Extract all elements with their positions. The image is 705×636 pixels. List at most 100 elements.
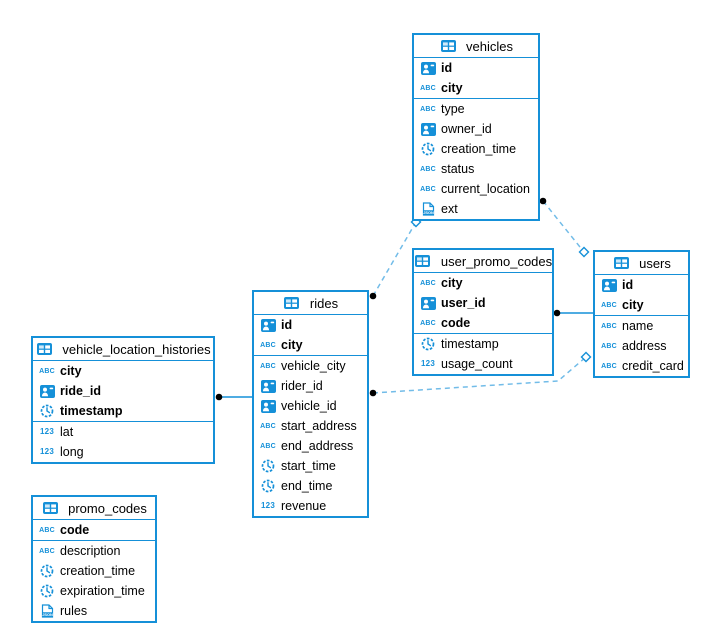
column-row-owner_id[interactable]: owner_id bbox=[414, 119, 538, 139]
table-header[interactable]: promo_codes bbox=[33, 497, 155, 520]
column-row-expiration_time[interactable]: expiration_time bbox=[33, 581, 155, 601]
column-row-id[interactable]: id bbox=[595, 275, 688, 295]
id-badge-icon bbox=[259, 318, 277, 332]
table-header[interactable]: user_promo_codes bbox=[414, 250, 552, 273]
relationship-line-rides-to-users[interactable] bbox=[372, 356, 587, 394]
column-row-user_id[interactable]: user_id bbox=[414, 293, 552, 313]
table-header[interactable]: vehicles bbox=[414, 35, 538, 58]
clock-icon bbox=[259, 459, 277, 473]
column-label: id bbox=[281, 318, 293, 332]
column-label: timestamp bbox=[60, 404, 123, 418]
column-row-id[interactable]: id bbox=[254, 315, 367, 335]
column-label: user_id bbox=[441, 296, 486, 310]
column-row-creation_time[interactable]: creation_time bbox=[414, 139, 538, 159]
column-label: lat bbox=[60, 425, 74, 439]
column-row-id[interactable]: id bbox=[414, 58, 538, 78]
column-label: id bbox=[622, 278, 634, 292]
column-label: vehicle_city bbox=[281, 359, 346, 373]
abc-icon: ABC bbox=[601, 342, 617, 350]
column-row-timestamp[interactable]: timestamp bbox=[414, 334, 552, 354]
clock-icon bbox=[419, 142, 437, 156]
id-badge-icon bbox=[419, 122, 437, 136]
relationship-dot-endpoint bbox=[215, 393, 223, 401]
table-title: user_promo_codes bbox=[440, 253, 553, 269]
column-row-end_time[interactable]: end_time bbox=[254, 476, 367, 496]
abc-icon: ABC bbox=[260, 362, 276, 370]
column-label: owner_id bbox=[441, 122, 492, 136]
clock-icon bbox=[38, 584, 56, 598]
id-badge-icon bbox=[600, 278, 618, 292]
column-row-creation_time[interactable]: creation_time bbox=[33, 561, 155, 581]
column-row-long[interactable]: 123 long bbox=[33, 442, 213, 462]
relationship-line-rides-to-vehicles[interactable] bbox=[372, 221, 417, 297]
column-label: status bbox=[441, 162, 475, 176]
column-label: timestamp bbox=[441, 337, 499, 351]
relationship-dot-endpoint bbox=[553, 309, 561, 317]
abc-icon: ABC bbox=[420, 319, 436, 327]
table-header[interactable]: rides bbox=[254, 292, 367, 315]
abc-icon: ABC bbox=[260, 442, 276, 450]
column-row-name[interactable]: ABC name bbox=[595, 316, 688, 336]
column-label: start_time bbox=[281, 459, 336, 473]
table-header[interactable]: vehicle_location_histories bbox=[33, 338, 213, 361]
column-label: vehicle_id bbox=[281, 399, 337, 413]
relationship-dot-endpoint bbox=[369, 389, 377, 397]
column-label: name bbox=[622, 319, 654, 333]
column-label: current_location bbox=[441, 182, 530, 196]
table-icon bbox=[283, 297, 301, 309]
column-label: long bbox=[60, 445, 84, 459]
clock-icon bbox=[419, 337, 437, 351]
num-icon: 123 bbox=[40, 447, 54, 456]
relationship-diamond-endpoint bbox=[580, 351, 592, 363]
abc-icon: ABC bbox=[601, 322, 617, 330]
table-title: users bbox=[639, 255, 671, 271]
column-label: usage_count bbox=[441, 357, 513, 371]
column-row-vehicle_id[interactable]: vehicle_id bbox=[254, 396, 367, 416]
table-icon bbox=[439, 40, 457, 52]
id-badge-icon bbox=[419, 296, 437, 310]
table-header[interactable]: users bbox=[595, 252, 688, 275]
column-row-start_time[interactable]: start_time bbox=[254, 456, 367, 476]
column-row-rider_id[interactable]: rider_id bbox=[254, 376, 367, 396]
column-row-ride_id[interactable]: ride_id bbox=[33, 381, 213, 401]
relationship-diamond-endpoint bbox=[578, 246, 590, 258]
column-row-timestamp[interactable]: timestamp bbox=[33, 401, 213, 421]
column-label: city bbox=[622, 298, 644, 312]
abc-icon: ABC bbox=[601, 362, 617, 370]
relationship-line-vehicles-to-users[interactable] bbox=[542, 200, 585, 253]
column-row-vehicle_city[interactable]: ABC vehicle_city bbox=[254, 356, 367, 376]
